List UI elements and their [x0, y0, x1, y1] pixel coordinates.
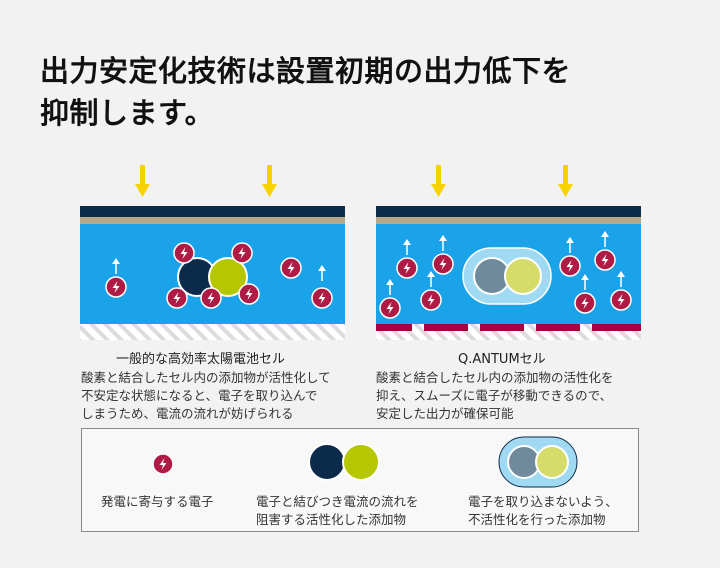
active-dopant-green — [208, 257, 248, 297]
legend-active-line: 電子と結びつき電流の流れを — [256, 494, 419, 509]
top-layer — [376, 206, 641, 217]
qantum-desc-line: 酸素と結合したセル内の添加物の活性化を — [376, 370, 614, 385]
headline: 出力安定化技術は設置初期の出力低下を 抑制します。 — [40, 50, 700, 134]
legend-inactive-dopant: 電子を取り込まないよう、 不活性化を行った添加物 — [452, 429, 640, 533]
qantum-cell-diagram — [376, 160, 641, 340]
active-dopant-icon — [308, 443, 380, 481]
trapped-electron — [166, 287, 188, 309]
free-electron — [105, 258, 127, 298]
conventional-title: 一般的な高効率太陽電池セル — [116, 352, 286, 367]
conventional-cell-svg — [80, 165, 345, 340]
sunlight-arrow — [431, 165, 446, 197]
hatched-base — [80, 324, 345, 340]
legend-inactive-line: 不活性化を行った添加物 — [468, 512, 606, 527]
legend-box: 発電に寄与する電子 電子と結びつき電流の流れを 阻害する活性化した添加物 電子を… — [81, 428, 639, 532]
trapped-electron — [238, 283, 260, 305]
inactive-dopant-icon — [498, 436, 578, 488]
trapped-electron — [280, 257, 302, 279]
legend-electron: 発電に寄与する電子 — [82, 429, 262, 533]
top-layer — [80, 206, 345, 217]
legend-inactive-line: 電子を取り込まないよう、 — [468, 494, 618, 509]
qantum-desc-line: 抑え、スムーズに電子が移動できるので、 — [376, 388, 613, 403]
inactive-dopant-lime — [504, 257, 542, 295]
free-electron — [311, 265, 333, 309]
legend-active-line: 阻害する活性化した添加物 — [256, 512, 407, 527]
trapped-electron — [173, 242, 195, 264]
tan-layer — [80, 217, 345, 224]
sunlight-arrow — [135, 165, 150, 197]
qantum-cell-svg — [376, 165, 641, 340]
headline-line-2: 抑制します。 — [40, 96, 215, 130]
conventional-desc-line: 不安定な状態になると、電子を取り込んで — [81, 388, 318, 403]
qantum-desc-line: 安定した出力が確保可能 — [376, 406, 514, 421]
sunlight-arrow — [262, 165, 277, 197]
qantum-title: Q.ANTUMセル — [458, 352, 546, 367]
legend-inactive-label: 電子を取り込まないよう、 不活性化を行った添加物 — [468, 493, 618, 529]
conventional-desc-line: しまうため、電流の流れが妨げられる — [81, 406, 294, 421]
electron-icon — [152, 453, 174, 475]
trapped-electron — [231, 242, 253, 264]
legend-active-label: 電子と結びつき電流の流れを 阻害する活性化した添加物 — [256, 493, 419, 529]
qantum-description: 酸素と結合したセル内の添加物の活性化を 抑え、スムーズに電子が移動できるので、 … — [376, 369, 614, 423]
headline-line-1: 出力安定化技術は設置初期の出力低下を — [40, 54, 572, 88]
rear-contacts — [376, 324, 641, 331]
conventional-description: 酸素と結合したセル内の添加物が活性化して 不安定な状態になると、電子を取り込んで… — [81, 369, 331, 423]
sunlight-arrow — [558, 165, 573, 197]
legend-active-dopant: 電子と結びつき電流の流れを 阻害する活性化した添加物 — [256, 429, 452, 533]
tan-layer — [376, 217, 641, 224]
conventional-cell-diagram — [80, 160, 345, 340]
trapped-electron — [200, 287, 222, 309]
legend-electron-label: 発電に寄与する電子 — [101, 494, 214, 509]
conventional-desc-line: 酸素と結合したセル内の添加物が活性化して — [81, 370, 331, 385]
